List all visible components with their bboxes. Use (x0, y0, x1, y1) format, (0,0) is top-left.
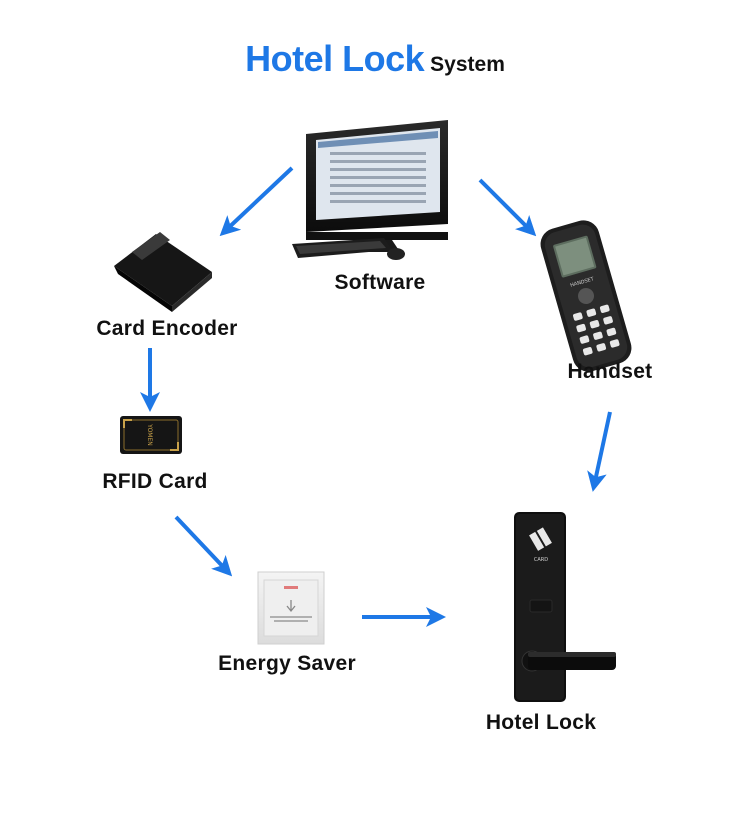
arrow-handset-to-lock (587, 411, 612, 492)
title-sub: System (430, 53, 505, 76)
lock-card-text: CARD (534, 557, 548, 563)
node-energy-saver: Energy Saver (218, 652, 356, 675)
node-hotel-lock: Hotel Lock (485, 711, 597, 734)
title-main: Hotel Lock (245, 38, 425, 79)
computer-icon (292, 120, 448, 260)
energy-saver-icon (257, 571, 325, 645)
node-software: Software (334, 271, 426, 294)
rfid-brand-text: YOMEN (146, 423, 153, 446)
arrow-rfid-to-saver (174, 515, 233, 577)
arrow-software-to-handset (478, 178, 537, 237)
hotel-lock-icon: CARD (514, 512, 616, 702)
node-handset: Handset (567, 360, 653, 383)
node-rfid-card: RFID Card (102, 470, 208, 493)
handset-icon: HANDSET (540, 220, 632, 372)
rfid-card-icon: YOMEN (120, 416, 182, 454)
node-card-encoder: Card Encoder (96, 317, 238, 340)
arrow-software-to-encoder (219, 166, 294, 237)
card-encoder-icon (114, 232, 212, 312)
